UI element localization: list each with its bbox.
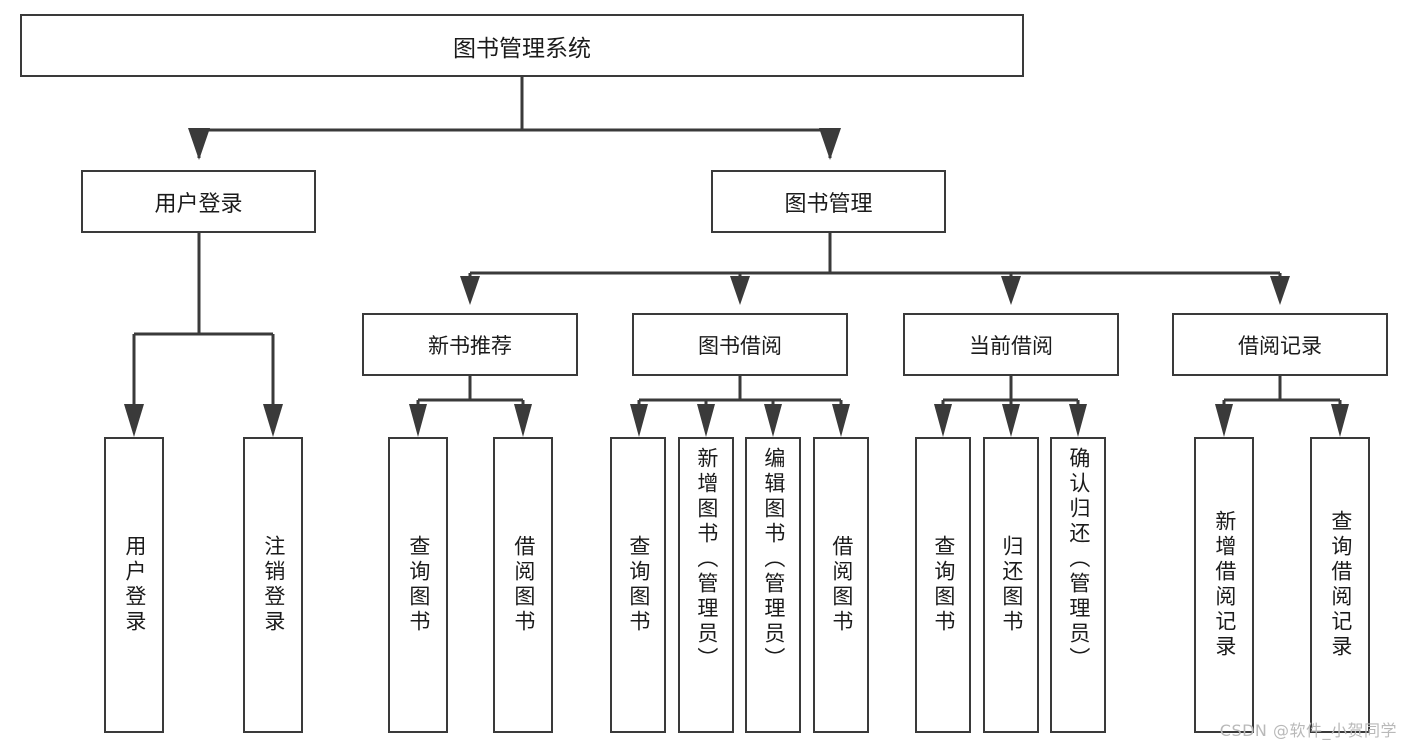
node-user-login[interactable]: 用户登录 [81,170,316,233]
arrowhead-icon [832,404,850,437]
node-book-management[interactable]: 图书管理 [711,170,946,233]
node-label: 新书推荐 [428,333,512,358]
node-book-borrow[interactable]: 图书借阅 [632,313,848,376]
leaf-current-return-book[interactable]: 归还图书 [983,437,1039,733]
leaf-label: 新增图书（管理员） [694,447,719,672]
node-new-book-recommend[interactable]: 新书推荐 [362,313,578,376]
arrowhead-icon [819,128,841,160]
leaf-label: 查询图书 [626,535,651,635]
leaf-current-confirm-return-admin[interactable]: 确认归还（管理员） [1050,437,1106,733]
node-current-borrow[interactable]: 当前借阅 [903,313,1119,376]
arrowhead-icon [697,404,715,437]
node-borrow-record[interactable]: 借阅记录 [1172,313,1388,376]
leaf-label: 查询借阅记录 [1328,510,1353,660]
arrowhead-group [124,128,1349,437]
leaf-borrow-query-book[interactable]: 查询图书 [610,437,666,733]
leaf-label: 归还图书 [999,535,1024,635]
arrowhead-icon [764,404,782,437]
arrowhead-icon [1270,276,1290,305]
leaf-label: 查询图书 [406,535,431,635]
leaf-borrow-borrow-book[interactable]: 借阅图书 [813,437,869,733]
node-root-book-management-system[interactable]: 图书管理系统 [20,14,1024,77]
arrowhead-icon [1002,404,1020,437]
watermark: CSDN @软件_小贺同学 [1219,721,1397,740]
node-label: 图书管理 [784,191,873,217]
arrowhead-icon [934,404,952,437]
leaf-record-query-record[interactable]: 查询借阅记录 [1310,437,1370,733]
leaf-label: 查询图书 [931,535,956,635]
leaf-label: 借阅图书 [829,535,854,635]
leaf-label: 注销登录 [261,535,286,635]
arrowhead-icon [1069,404,1087,437]
arrowhead-icon [263,404,283,437]
leaf-label: 用户登录 [122,535,147,635]
leaf-user-login-signin[interactable]: 用户登录 [104,437,164,733]
arrowhead-icon [1215,404,1233,437]
arrowhead-icon [514,404,532,437]
leaf-borrow-add-book-admin[interactable]: 新增图书（管理员） [678,437,734,733]
node-label: 借阅记录 [1238,333,1322,358]
leaf-user-login-signout[interactable]: 注销登录 [243,437,303,733]
leaf-borrow-edit-book-admin[interactable]: 编辑图书（管理员） [745,437,801,733]
arrowhead-icon [1331,404,1349,437]
arrowhead-icon [188,128,210,160]
arrowhead-icon [1001,276,1021,305]
leaf-recommend-borrow-book[interactable]: 借阅图书 [493,437,553,733]
arrowhead-icon [124,404,144,437]
leaf-record-add-record[interactable]: 新增借阅记录 [1194,437,1254,733]
leaf-current-query-book[interactable]: 查询图书 [915,437,971,733]
node-label: 图书借阅 [698,333,782,358]
leaf-label: 编辑图书（管理员） [761,447,786,672]
node-label: 用户登录 [154,191,243,217]
arrowhead-icon [409,404,427,437]
node-label: 图书管理系统 [453,35,591,62]
arrowhead-icon [460,276,480,305]
leaf-label: 借阅图书 [511,535,536,635]
arrowhead-icon [630,404,648,437]
node-label: 当前借阅 [969,333,1053,358]
leaf-recommend-query-book[interactable]: 查询图书 [388,437,448,733]
leaf-label: 确认归还（管理员） [1066,447,1091,672]
arrowhead-icon [730,276,750,305]
leaf-label: 新增借阅记录 [1212,510,1237,660]
